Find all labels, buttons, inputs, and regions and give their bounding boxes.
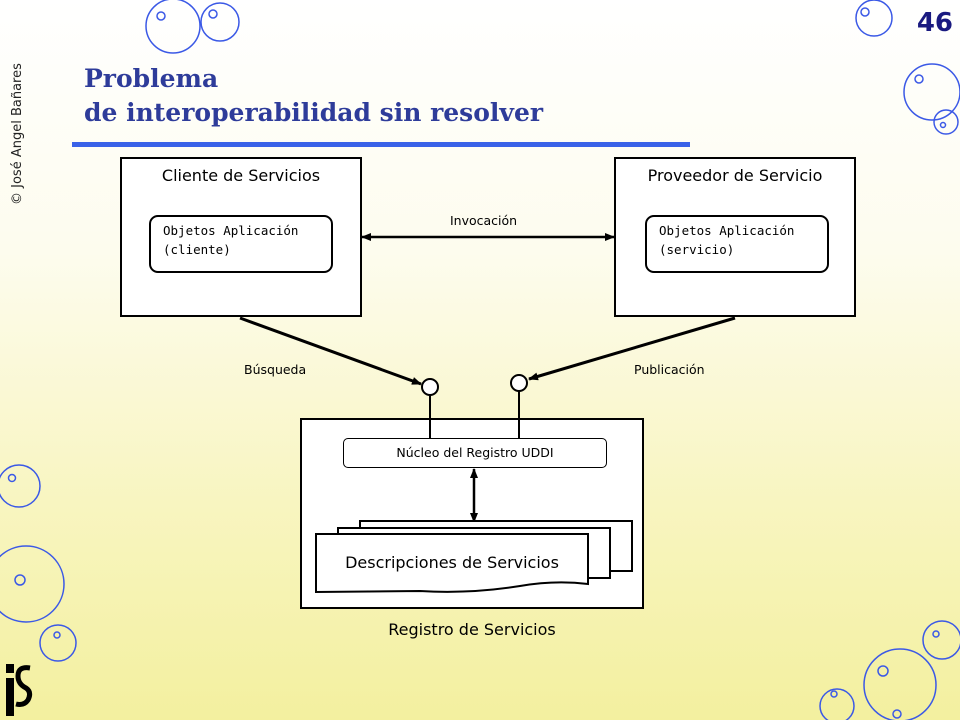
publication-port-icon xyxy=(510,374,528,392)
service-descriptions-label: Descripciones de Servicios xyxy=(345,553,559,572)
title-line-2: de interoperabilidad sin resolver xyxy=(84,98,544,127)
client-inner-line-1: Objetos Aplicación xyxy=(163,223,299,238)
client-title: Cliente de Servicios xyxy=(161,166,321,185)
provider-app-objects: Objetos Aplicación (servicio) xyxy=(645,215,829,273)
search-label: Búsqueda xyxy=(244,362,307,377)
client-box: Cliente de Servicios Objetos Aplicación … xyxy=(120,157,362,317)
invocation-label: Invocación xyxy=(450,213,518,228)
title-underline xyxy=(72,142,690,147)
title-line-1: Problema xyxy=(84,64,219,93)
search-arrow xyxy=(239,316,422,386)
publication-arrow xyxy=(528,316,736,381)
client-inner-line-2: (cliente) xyxy=(163,242,231,257)
provider-inner-line-2: (servicio) xyxy=(659,242,735,257)
uddi-core-box: Núcleo del Registro UDDI xyxy=(343,438,607,468)
provider-inner-line-1: Objetos Aplicación xyxy=(659,223,795,238)
is-logo-icon xyxy=(6,664,33,716)
client-app-objects: Objetos Aplicación (cliente) xyxy=(149,215,333,273)
document-front xyxy=(315,533,589,594)
publication-label: Publicación xyxy=(634,362,705,377)
provider-title: Proveedor de Servicio xyxy=(647,166,823,185)
page-number: 46 xyxy=(916,8,953,38)
page-title: Problema de interoperabilidad sin resolv… xyxy=(84,62,543,130)
registry-label: Registro de Servicios xyxy=(388,620,556,639)
search-port-icon xyxy=(421,378,439,396)
provider-box: Proveedor de Servicio Objetos Aplicación… xyxy=(614,157,856,317)
